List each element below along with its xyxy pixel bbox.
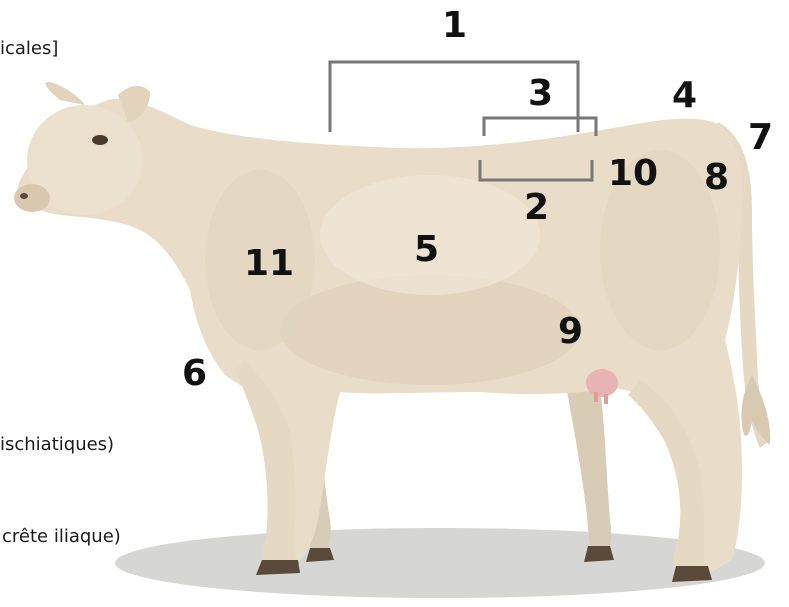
label-4: 4 [672,78,697,114]
hoof [256,560,300,575]
label-5: 5 [414,232,439,268]
label-11: 11 [244,246,294,282]
ground-shadow [115,528,765,598]
hoof [306,548,334,562]
side-text-bottom: crête iliaque) [2,528,121,546]
label-7: 7 [748,120,773,156]
side-text-top: icales] [0,40,58,58]
udder [586,369,618,397]
hoof [584,546,614,562]
label-9: 9 [558,314,583,350]
muzzle [14,184,50,212]
nostril [20,193,28,199]
label-2: 2 [524,190,549,226]
label-1: 1 [442,8,467,44]
hoof [672,566,712,582]
side-text-middle: ischiatiques) [0,436,114,454]
label-8: 8 [704,160,729,196]
eye [92,135,108,145]
label-6: 6 [182,356,207,392]
teat [604,394,608,404]
teat [594,392,598,402]
label-3: 3 [528,76,553,112]
ear [46,82,85,105]
label-10: 10 [608,156,658,192]
